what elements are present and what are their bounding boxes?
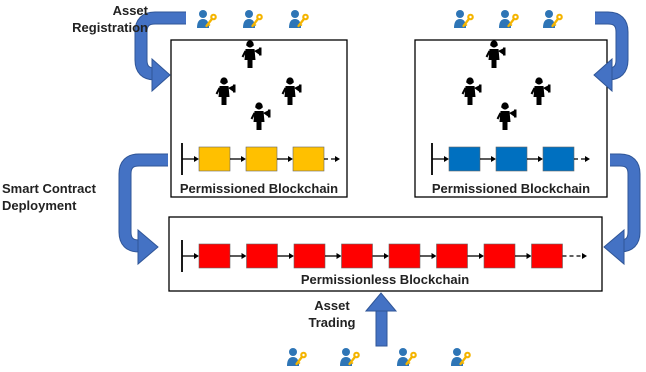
bottom-block-4	[341, 243, 373, 269]
asset-trading-line-2: Trading	[308, 315, 356, 330]
asset-registration-line-1: Asset	[112, 3, 148, 18]
left-block-2	[245, 146, 278, 172]
smart-contract-deployment-arrow	[118, 153, 168, 266]
right-chain-arrowhead	[491, 156, 496, 162]
bottom-block-8	[531, 243, 563, 269]
right-to-permissionless-arrow	[603, 153, 641, 266]
bottom-block-1	[198, 243, 231, 269]
user-key-icon	[449, 346, 472, 368]
bottom-chain-arrowhead	[526, 253, 532, 259]
bottom-block-7	[483, 243, 516, 269]
user-key-icon	[541, 8, 564, 30]
right-block-1	[448, 146, 481, 172]
left-panel-title: Permissioned Blockchain	[179, 181, 339, 196]
user-key-icon	[287, 8, 310, 30]
right-block-2	[495, 146, 528, 172]
bottom-block-5	[388, 243, 421, 269]
bottom-chain-arrowhead	[431, 253, 437, 259]
user-key-icon	[452, 8, 475, 30]
right-chain-arrowhead	[538, 156, 543, 162]
bottom-block-6	[436, 243, 468, 269]
left-chain-arrowhead	[194, 156, 199, 162]
right-chain-tail-arrowhead	[585, 156, 590, 162]
bottom-chain-arrowhead	[479, 253, 484, 259]
bottom-chain-arrowhead	[194, 253, 199, 259]
bottom-chain-arrowhead	[241, 253, 247, 259]
user-key-icon	[395, 346, 418, 368]
user-key-icon	[241, 8, 264, 30]
right-chain-arrowhead	[444, 156, 449, 162]
smart-contract-line-1: Smart Contract	[2, 181, 96, 196]
bottom-block-2	[246, 243, 278, 269]
bottom-chain-arrowhead	[289, 253, 294, 259]
bottom-chain-tail-arrowhead	[582, 253, 587, 259]
asset-registration-arrow	[134, 11, 186, 93]
left-chain-arrowhead	[288, 156, 293, 162]
smart-contract-deployment-label: Smart Contract Deployment	[2, 180, 122, 214]
asset-trading-line-1: Asset	[314, 298, 350, 313]
bottom-chain-arrowhead	[336, 253, 342, 259]
left-block-1	[198, 146, 231, 172]
asset-registration-line-2: Registration	[72, 20, 148, 35]
asset-registration-label: Asset Registration	[68, 2, 148, 36]
smart-contract-line-2: Deployment	[2, 198, 77, 213]
asset-trading-label: Asset Trading	[300, 297, 364, 331]
bottom-chain-arrowhead	[384, 253, 389, 259]
bottom-panel-title: Permissionless Blockchain	[300, 272, 470, 287]
user-key-icon	[195, 8, 218, 30]
user-key-icon	[285, 346, 308, 368]
right-block-3	[542, 146, 575, 172]
left-chain-arrowhead	[241, 156, 246, 162]
bottom-block-3	[293, 243, 326, 269]
user-key-icon	[338, 346, 361, 368]
right-registration-arrow	[593, 11, 629, 93]
left-chain-tail-arrowhead	[335, 156, 340, 162]
left-block-3	[292, 146, 325, 172]
user-key-icon	[497, 8, 520, 30]
right-panel-title: Permissioned Blockchain	[431, 181, 591, 196]
right-permissioned-panel	[414, 39, 608, 198]
asset-trading-arrow	[364, 292, 398, 347]
